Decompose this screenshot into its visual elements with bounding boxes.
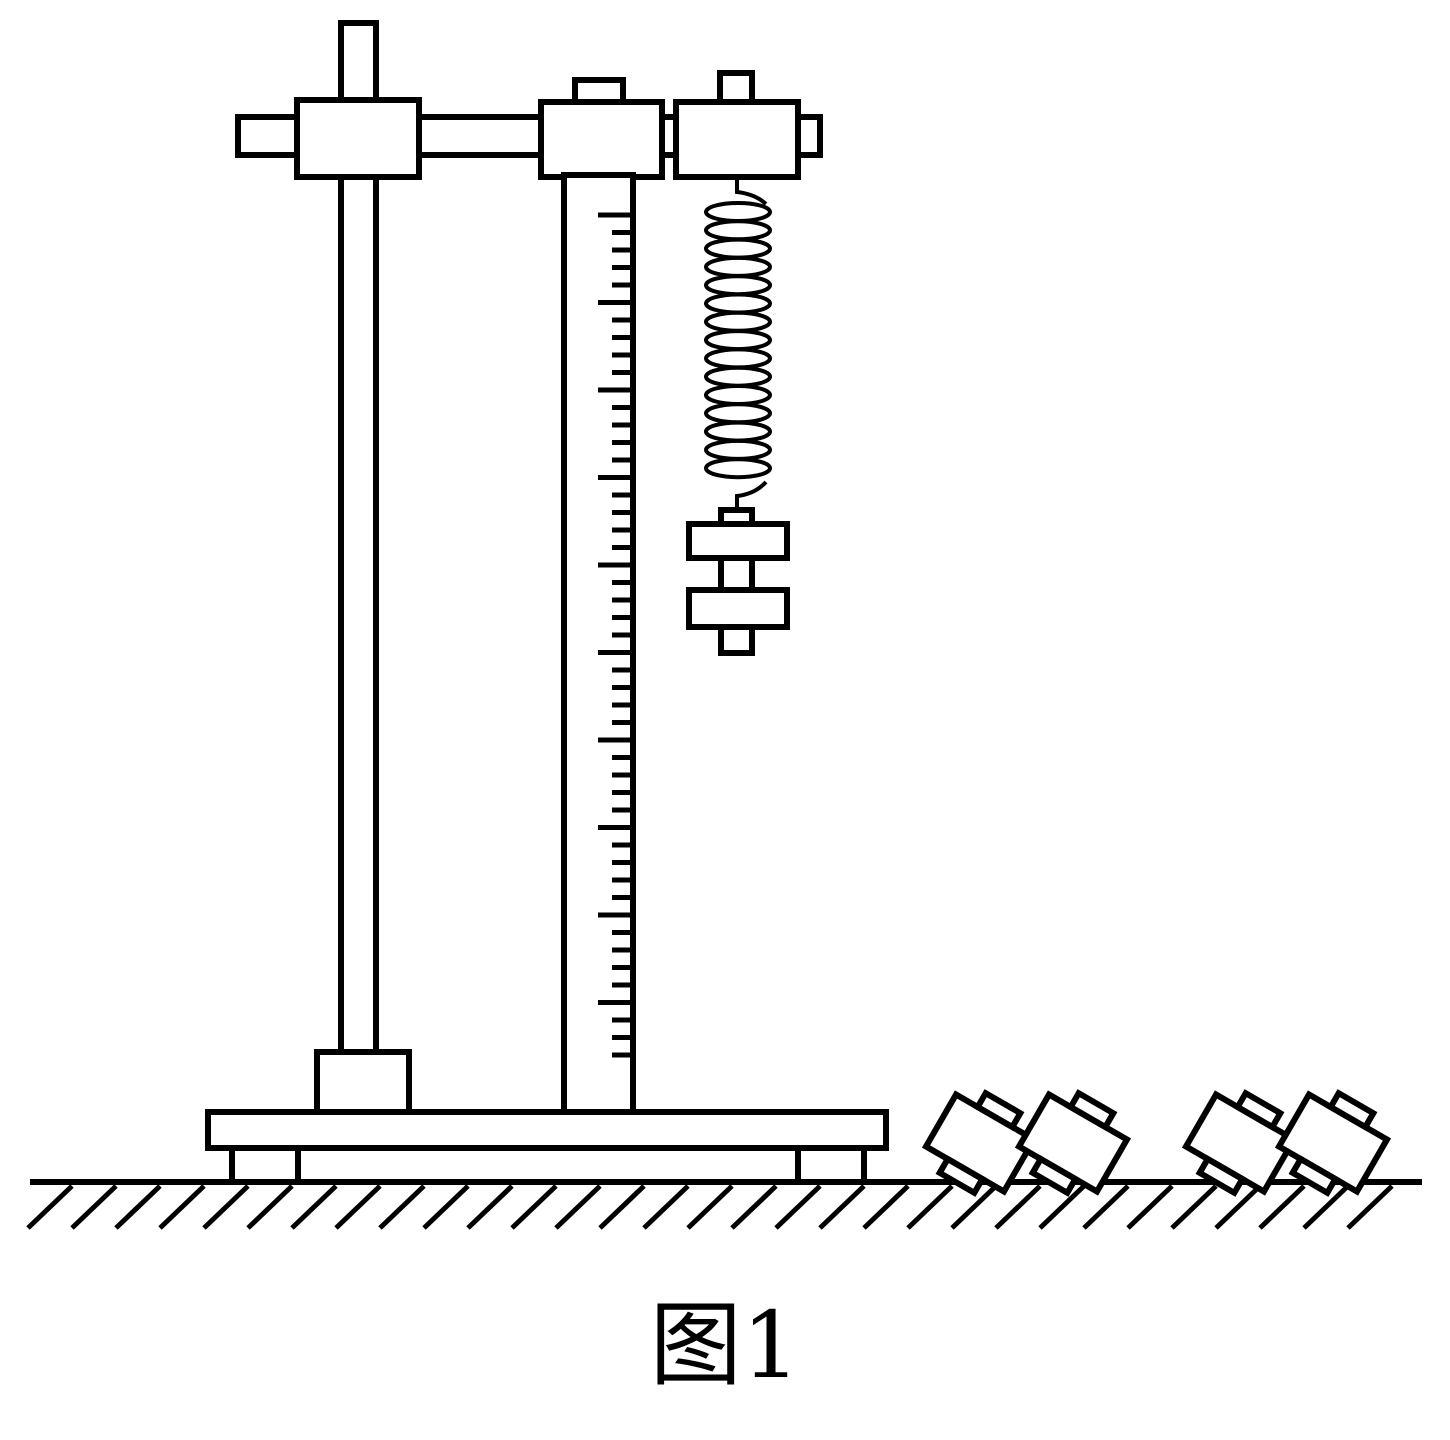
ruler-clamp-body: [538, 99, 665, 180]
spring-clamp-body: [673, 99, 801, 180]
ground-weight-2: [1011, 1081, 1135, 1206]
rod-clamp: [294, 97, 422, 180]
hatch-line: [114, 1184, 162, 1230]
hanging-weight-1: [686, 521, 790, 561]
hatch-line: [1170, 1184, 1218, 1230]
spring-coil: [704, 255, 772, 278]
hatch-line: [862, 1184, 910, 1230]
stand-base: [205, 1049, 889, 1185]
hatch-line: [378, 1184, 426, 1230]
hatch-line: [598, 1184, 646, 1230]
hatch-line: [510, 1184, 558, 1230]
ground: [26, 1179, 1422, 1230]
spring-bottom-wire: [735, 480, 768, 510]
hatch-line: [290, 1184, 338, 1230]
hatch-line: [774, 1184, 822, 1230]
spring-coil: [704, 310, 772, 333]
hatch-line: [686, 1184, 734, 1230]
spring-coil: [704, 420, 772, 443]
hatch-line: [994, 1184, 1042, 1230]
hatch-line: [1126, 1184, 1174, 1230]
spring-top-wire: [735, 177, 768, 206]
spring-coil: [704, 384, 772, 406]
hatch-line: [334, 1184, 382, 1230]
spring-coil: [704, 365, 772, 388]
ruler-body: [561, 172, 636, 1115]
ruler: [561, 172, 636, 1115]
base-plate: [205, 1109, 889, 1151]
spring-coil: [704, 438, 772, 461]
hatch-line: [202, 1184, 250, 1230]
hatch-line: [466, 1184, 514, 1230]
hatch-line: [1038, 1184, 1086, 1230]
hatch-line: [642, 1184, 690, 1230]
ruler-clamp-knob: [572, 77, 626, 105]
hatch-line: [1214, 1184, 1262, 1230]
spring-coil: [704, 457, 772, 480]
hatch-line: [554, 1184, 602, 1230]
hatch-line: [246, 1184, 294, 1230]
spring-coil: [704, 347, 772, 370]
hatch-line: [1346, 1184, 1394, 1230]
vertical-rod: [338, 20, 379, 1055]
hatch-line: [70, 1184, 118, 1230]
ruler-ticks: [598, 212, 633, 1058]
hatch-line: [906, 1184, 954, 1230]
spring-coil: [704, 219, 772, 242]
arm-bar: [415, 114, 545, 158]
arm-end-right: [795, 114, 823, 158]
spring-coil: [704, 329, 772, 352]
hatch-line: [1258, 1184, 1306, 1230]
spring-coil: [704, 237, 772, 260]
hatch-line: [158, 1184, 206, 1230]
weight-stem-bottom: [718, 624, 755, 656]
spring-clamp-knob: [717, 70, 755, 105]
hatch-line: [818, 1184, 866, 1230]
arm-end-left: [235, 114, 301, 158]
ruler-clamp: [538, 77, 665, 180]
spring-coils: [704, 201, 772, 480]
figure-caption: 图1: [649, 1292, 801, 1399]
hatch-line: [950, 1184, 998, 1230]
base-foot-left: [229, 1145, 301, 1185]
spring: [704, 177, 772, 510]
hanging-weights: [686, 507, 790, 656]
ground-weights: [918, 1081, 1395, 1206]
spring-coil: [704, 274, 772, 297]
ground-weight-4: [1271, 1081, 1395, 1206]
hanging-weight-2: [686, 587, 790, 630]
rod-socket: [314, 1049, 412, 1115]
spring-clamp: [673, 70, 801, 180]
hatch-line: [1082, 1184, 1130, 1230]
hatch-line: [730, 1184, 778, 1230]
spring-coil: [704, 402, 772, 425]
spring-coil: [704, 201, 772, 223]
hatch-line: [26, 1184, 74, 1230]
weight-stem: [718, 555, 755, 593]
base-foot-right: [795, 1145, 867, 1185]
ground-hatch: [26, 1184, 1394, 1230]
hatch-line: [422, 1184, 470, 1230]
spring-coil: [704, 292, 772, 315]
hatch-line: [1302, 1184, 1350, 1230]
